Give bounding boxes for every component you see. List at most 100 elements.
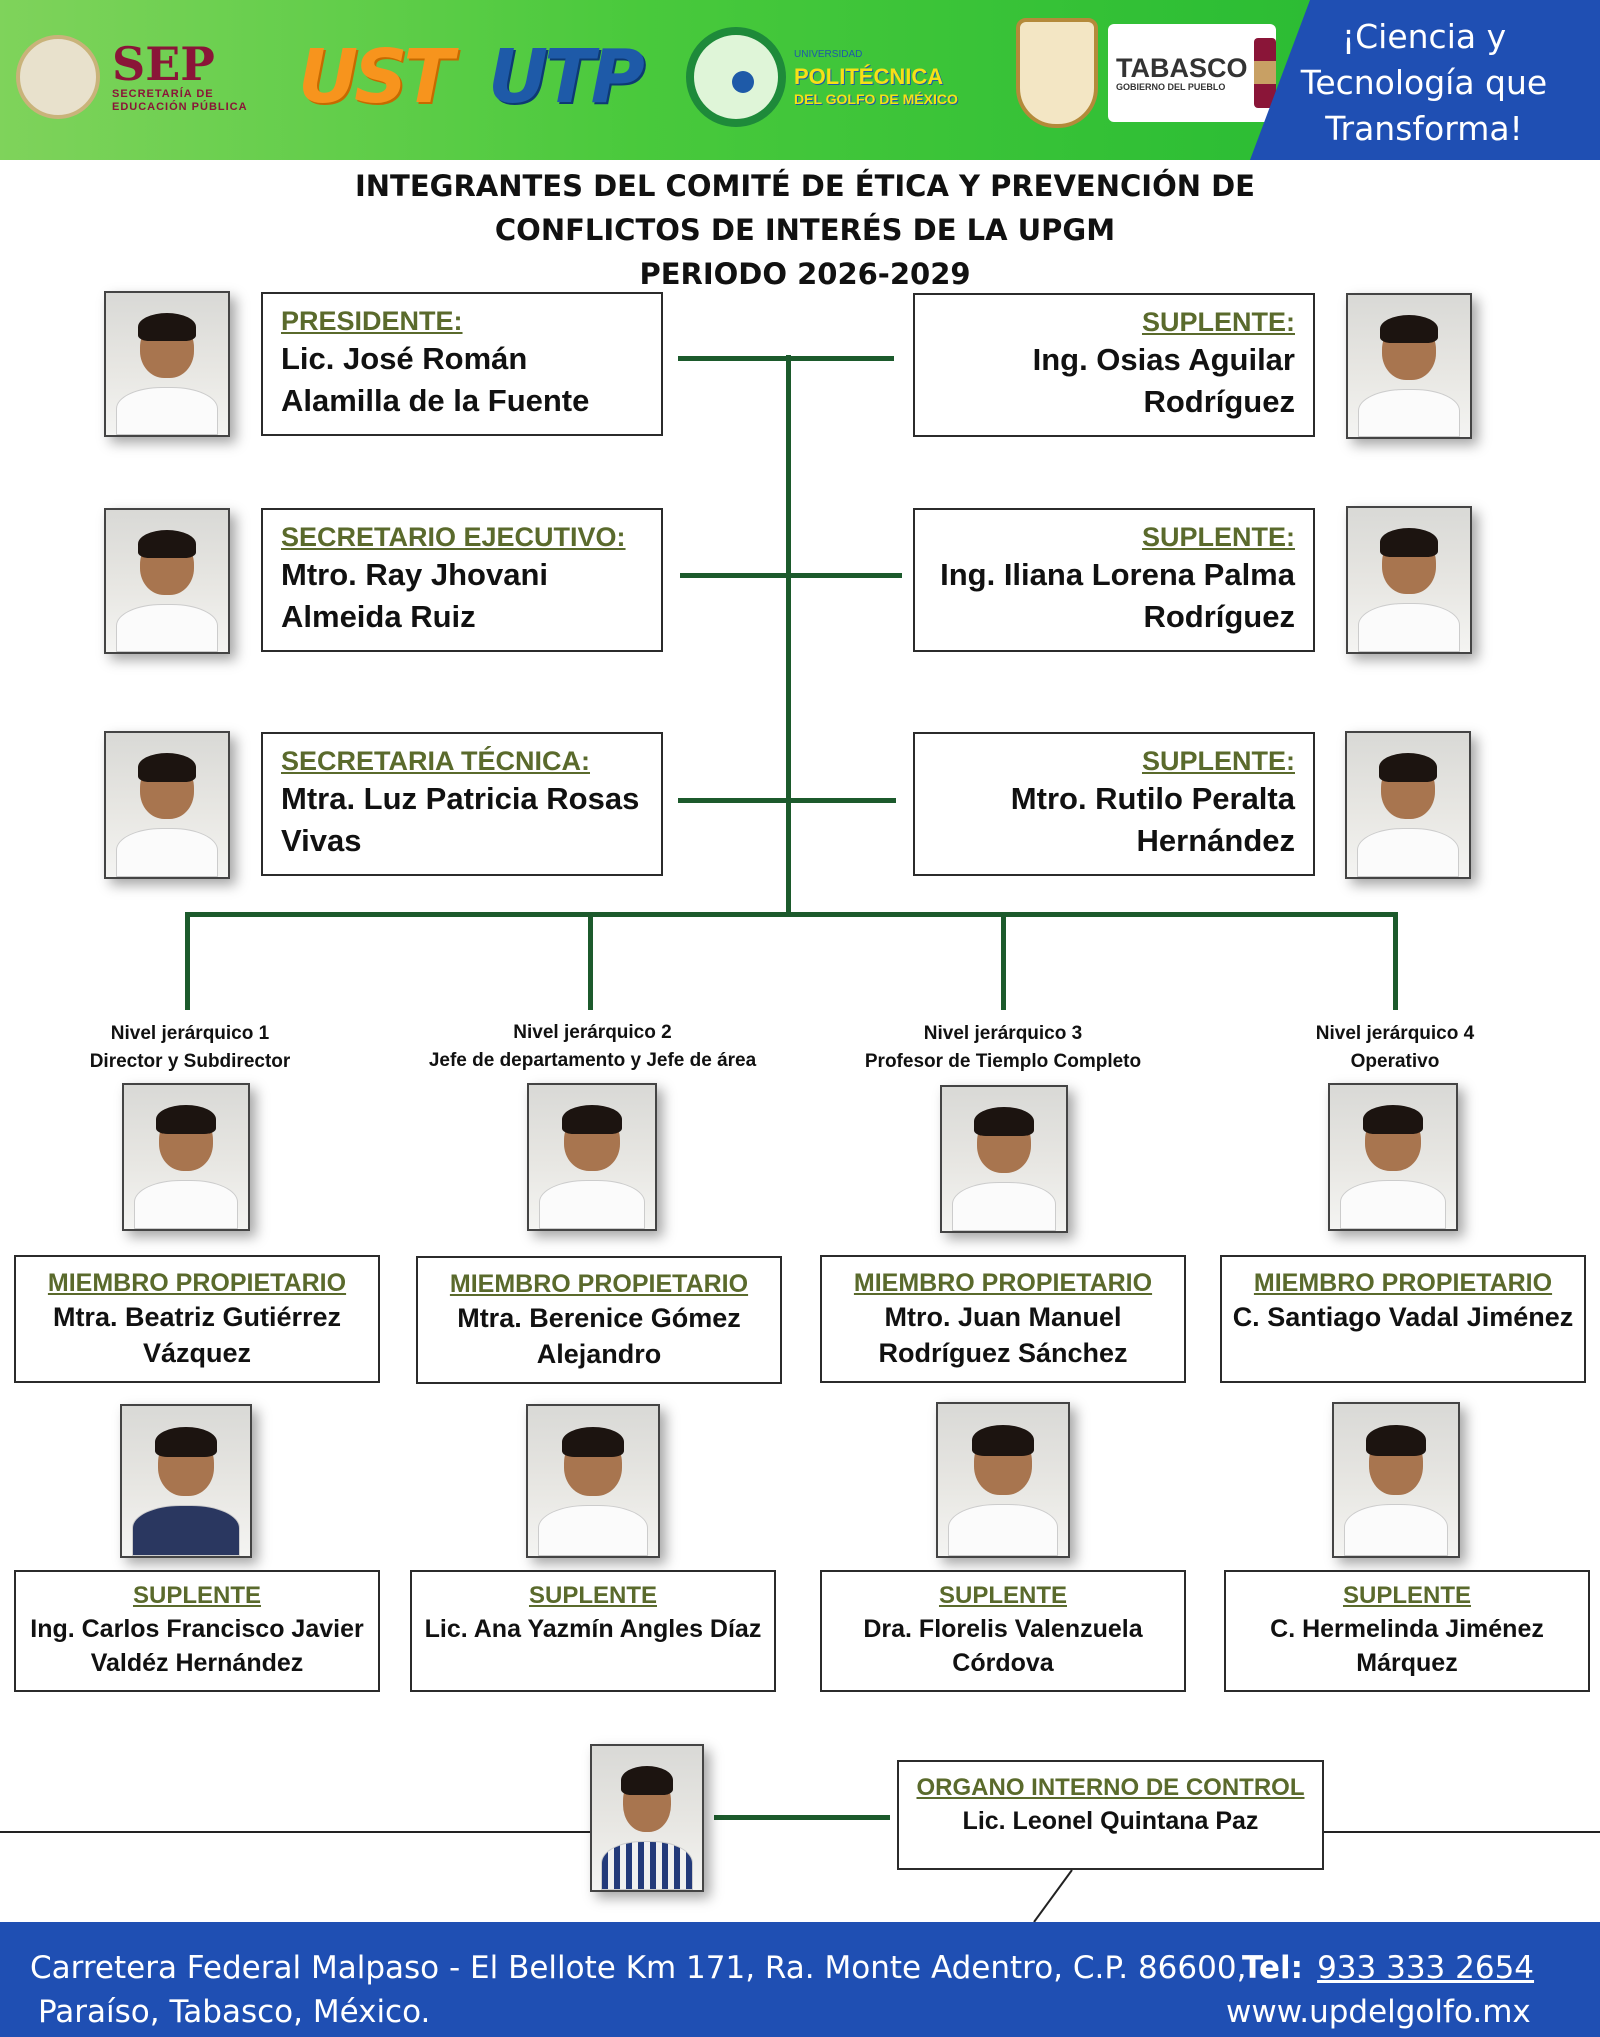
member-name: Mtra. Beatriz Gutiérrez Vázquez [52,1302,342,1368]
connector-row-2 [680,573,902,578]
box-level-3-suplente: SUPLENTE Dra. Florelis Valenzuela Córdov… [820,1570,1186,1692]
member-name: Mtro. Rutilo Peralta Hernández [1010,781,1295,858]
box-suplente-secretaria-tecnica: SUPLENTE: Mtro. Rutilo Peralta Hernández [913,732,1315,876]
tabasco-logo: TABASCO GOBIERNO DEL PUEBLO [1016,18,1276,128]
member-name: Ing. Iliana Lorena Palma Rodríguez [940,557,1295,634]
header-slogan: ¡Ciencia y Tecnología que Transforma! [1300,17,1548,148]
role-label: MIEMBRO PROPIETARIO [1253,1269,1553,1297]
level-2-header: Nivel jerárquico 2 Jefe de departamento … [428,1022,757,1071]
connector-row-3 [678,798,896,803]
box-level-3-member: MIEMBRO PROPIETARIO Mtro. Juan Manuel Ro… [820,1255,1186,1383]
box-level-4-member: MIEMBRO PROPIETARIO C. Santiago Vadal Ji… [1220,1255,1586,1383]
role-label: SUPLENTE [132,1582,261,1609]
member-name: C. Santiago Vadal Jiménez [1232,1302,1574,1332]
box-level-1-suplente: SUPLENTE Ing. Carlos Francisco Javier Va… [14,1570,380,1692]
ust-logo: UST [298,34,454,120]
photo-level-4-member [1328,1083,1458,1231]
connector-level-4 [1393,912,1398,1010]
role-label: SUPLENTE: [1141,307,1295,337]
role-label: SUPLENTE [938,1582,1067,1609]
member-name: Dra. Florelis Valenzuela Córdova [863,1615,1143,1677]
mexico-seal-icon [16,35,100,119]
oic-divider-left [0,1831,590,1833]
role-label: SUPLENTE: [1141,522,1295,552]
org-trunk-line [786,355,791,915]
oic-divider-right [1324,1831,1600,1833]
connector-level-3 [1001,912,1006,1010]
tabasco-crest-icon [1016,18,1098,128]
box-suplente-presidente: SUPLENTE: Ing. Osias Aguilar Rodríguez [913,293,1315,437]
sep-logo: SEP SECRETARÍA DE EDUCACIÓN PÚBLICA [16,22,248,132]
member-name: Lic. Ana Yazmín Angles Díaz [424,1615,762,1643]
oic-pointer-line [1033,1869,1073,1923]
sep-logo-subtitle-1: SECRETARÍA DE [112,88,214,100]
member-name: Mtro. Ray Jhovani Almeida Ruiz [281,557,548,634]
connector-level-1 [185,912,190,1010]
photo-oic [590,1744,704,1892]
title-line-1: INTEGRANTES DEL COMITÉ DE ÉTICA Y PREVEN… [355,169,1255,203]
member-name: Ing. Carlos Francisco Javier Valdéz Hern… [30,1615,364,1677]
photo-level-2-member [527,1083,657,1231]
role-label: SECRETARIA TÉCNICA: [281,746,590,776]
level-1-header: Nivel jerárquico 1 Director y Subdirecto… [89,1023,291,1072]
member-name: Mtra. Luz Patricia Rosas Vivas [281,781,640,858]
box-oic: ORGANO INTERNO DE CONTROL Lic. Leonel Qu… [897,1760,1324,1870]
role-label: SUPLENTE: [1141,746,1295,776]
footer-address: Carretera Federal Malpaso - El Bellote K… [30,1950,1247,2030]
photo-secretario-ejecutivo [104,508,230,654]
role-label: MIEMBRO PROPIETARIO [47,1269,347,1297]
member-name: Mtro. Juan Manuel Rodríguez Sánchez [878,1302,1128,1368]
role-label: SUPLENTE [528,1582,657,1609]
photo-level-1-member [122,1083,250,1231]
footer-website[interactable]: www.updelgolfo.mx [1226,1994,1531,2030]
connector-row-1 [678,356,894,361]
member-name: C. Hermelinda Jiménez Márquez [1270,1615,1544,1677]
photo-level-3-member [940,1085,1068,1233]
box-secretario-ejecutivo: SECRETARIO EJECUTIVO: Mtro. Ray Jhovani … [261,508,663,652]
photo-level-2-suplente [526,1404,660,1558]
upgm-emblem-icon [686,27,786,127]
member-name: Ing. Osias Aguilar Rodríguez [1032,342,1295,419]
photo-suplente-secretaria-tecnica [1345,731,1471,879]
level-4-header: Nivel jerárquico 4 Operativo [1315,1023,1475,1072]
oic-connector [714,1815,890,1820]
role-label: SUPLENTE [1342,1582,1471,1609]
photo-level-4-suplente [1332,1402,1460,1558]
level-3-header: Nivel jerárquico 3 Profesor de Tiemplo C… [864,1023,1142,1072]
box-level-2-suplente: SUPLENTE Lic. Ana Yazmín Angles Díaz [410,1570,776,1692]
sep-logo-title: SEP [112,37,215,91]
connector-levels-bar [185,912,1398,917]
photo-suplente-presidente [1346,293,1472,439]
box-level-1-member: MIEMBRO PROPIETARIO Mtra. Beatriz Gutiér… [14,1255,380,1383]
photo-presidente [104,291,230,437]
footer-phone: Tel:933 333 2654 [1242,1950,1535,1986]
photo-suplente-secretario-ejecutivo [1346,506,1472,654]
role-label: ORGANO INTERNO DE CONTROL [916,1774,1305,1801]
photo-level-3-suplente [936,1402,1070,1558]
connector-level-2 [588,912,593,1010]
upgm-logo: UNIVERSIDAD POLITÉCNICA DEL GOLFO DE MÉX… [686,22,958,132]
box-suplente-secretario-ejecutivo: SUPLENTE: Ing. Iliana Lorena Palma Rodrí… [913,508,1315,652]
box-presidente: PRESIDENTE: Lic. José Román Alamilla de … [261,292,663,436]
box-secretaria-tecnica: SECRETARIA TÉCNICA: Mtra. Luz Patricia R… [261,732,663,876]
role-label: SECRETARIO EJECUTIVO: [281,522,626,552]
utp-logo: UTP [488,34,645,120]
header-banner: SEP SECRETARÍA DE EDUCACIÓN PÚBLICA UST … [0,0,1600,160]
photo-level-1-suplente [120,1404,252,1558]
footer: Carretera Federal Malpaso - El Bellote K… [0,1922,1600,2037]
role-label: MIEMBRO PROPIETARIO [853,1269,1153,1297]
title-line-2: CONFLICTOS DE INTERÉS DE LA UPGM [494,213,1116,247]
page-title: INTEGRANTES DEL COMITÉ DE ÉTICA Y PREVEN… [300,164,1310,296]
box-level-2-member: MIEMBRO PROPIETARIO Mtra. Berenice Gómez… [416,1256,782,1384]
box-level-4-suplente: SUPLENTE C. Hermelinda Jiménez Márquez [1224,1570,1590,1692]
role-label: PRESIDENTE: [281,306,463,336]
role-label: MIEMBRO PROPIETARIO [449,1270,749,1298]
member-name: Lic. José Román Alamilla de la Fuente [281,341,590,418]
sep-logo-subtitle-2: EDUCACIÓN PÚBLICA [112,101,248,113]
title-line-3: PERIODO 2026-2029 [639,257,971,291]
member-name: Lic. Leonel Quintana Paz [962,1807,1259,1835]
phone-link[interactable]: 933 333 2654 [1317,1950,1535,1986]
member-name: Mtra. Berenice Gómez Alejandro [457,1303,741,1369]
tabasco-emblem-icon [1253,38,1276,108]
photo-secretaria-tecnica [104,731,230,879]
